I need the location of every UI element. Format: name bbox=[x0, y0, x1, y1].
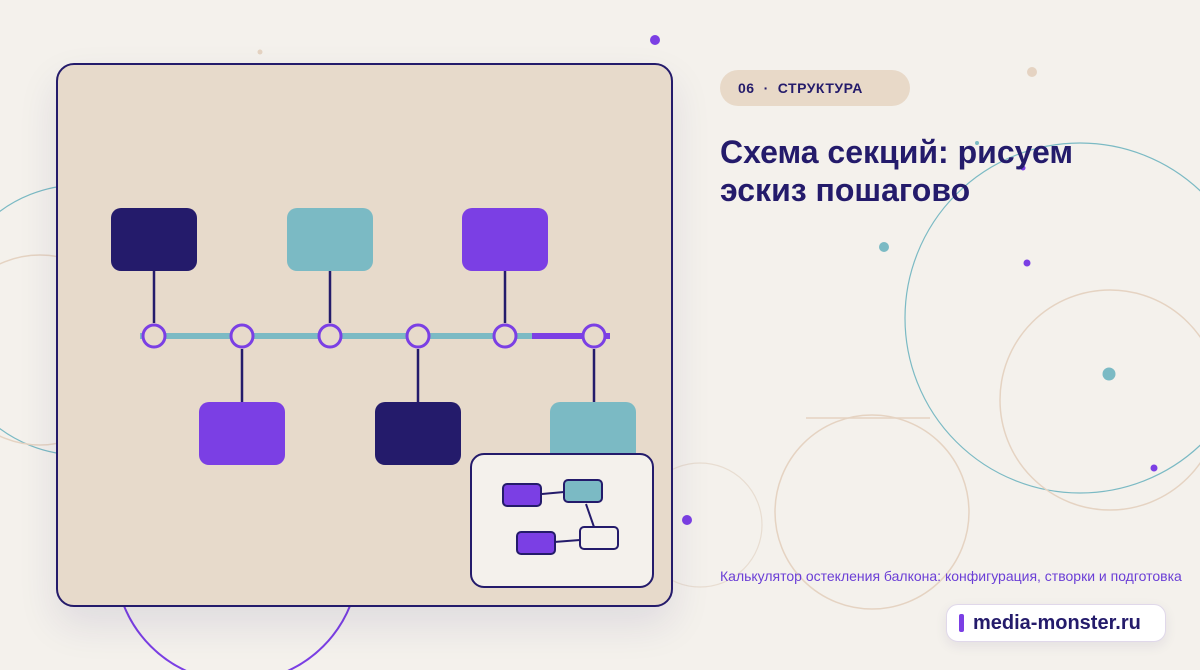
minimap-block bbox=[579, 526, 619, 550]
bg-dot bbox=[257, 49, 263, 55]
bg-dot bbox=[650, 35, 660, 45]
section-label: СТРУКТУРА bbox=[777, 80, 863, 96]
timeline-node bbox=[141, 323, 167, 349]
diagram-card bbox=[56, 63, 673, 607]
timeline-node bbox=[405, 323, 431, 349]
section-block bbox=[287, 208, 373, 271]
bg-dot bbox=[682, 515, 692, 525]
caption-text: Калькулятор остекления балкона: конфигур… bbox=[720, 568, 1182, 584]
tag-separator: · bbox=[763, 80, 769, 96]
section-block bbox=[550, 402, 636, 465]
bg-dot bbox=[1023, 259, 1031, 267]
section-scheme-diagram bbox=[111, 208, 636, 465]
brand-badge[interactable]: media-monster.ru bbox=[946, 604, 1166, 642]
bg-dot bbox=[1027, 67, 1037, 77]
section-tag: 06 · СТРУКТУРА bbox=[720, 70, 910, 106]
bg-dot bbox=[1020, 165, 1026, 171]
bg-dot bbox=[1102, 367, 1116, 381]
section-block bbox=[199, 402, 285, 465]
brand-accent-bar bbox=[959, 614, 964, 632]
section-number: 06 bbox=[738, 80, 755, 96]
timeline-node bbox=[229, 323, 255, 349]
section-block bbox=[375, 402, 461, 465]
timeline-node bbox=[492, 323, 518, 349]
section-block bbox=[462, 208, 548, 271]
bg-dot bbox=[879, 242, 889, 252]
minimap-link bbox=[553, 539, 581, 543]
bg-dot bbox=[975, 141, 979, 145]
bg-ring bbox=[774, 414, 970, 610]
minimap-inset bbox=[470, 453, 654, 588]
bg-dot bbox=[1150, 464, 1158, 472]
timeline-node bbox=[317, 323, 343, 349]
bg-ring bbox=[904, 142, 1200, 494]
minimap-block bbox=[516, 531, 556, 555]
minimap-block bbox=[563, 479, 603, 503]
page-title: Схема секций: рисуем эскиз пошагово bbox=[720, 134, 1074, 208]
minimap-link bbox=[585, 503, 595, 528]
bg-ring bbox=[999, 289, 1200, 511]
section-block bbox=[111, 208, 197, 271]
brand-name: media-monster.ru bbox=[973, 611, 1141, 634]
timeline-node-current bbox=[581, 323, 607, 349]
minimap-link bbox=[541, 491, 565, 495]
minimap-block bbox=[502, 483, 542, 507]
minimap-diagram bbox=[502, 479, 619, 555]
